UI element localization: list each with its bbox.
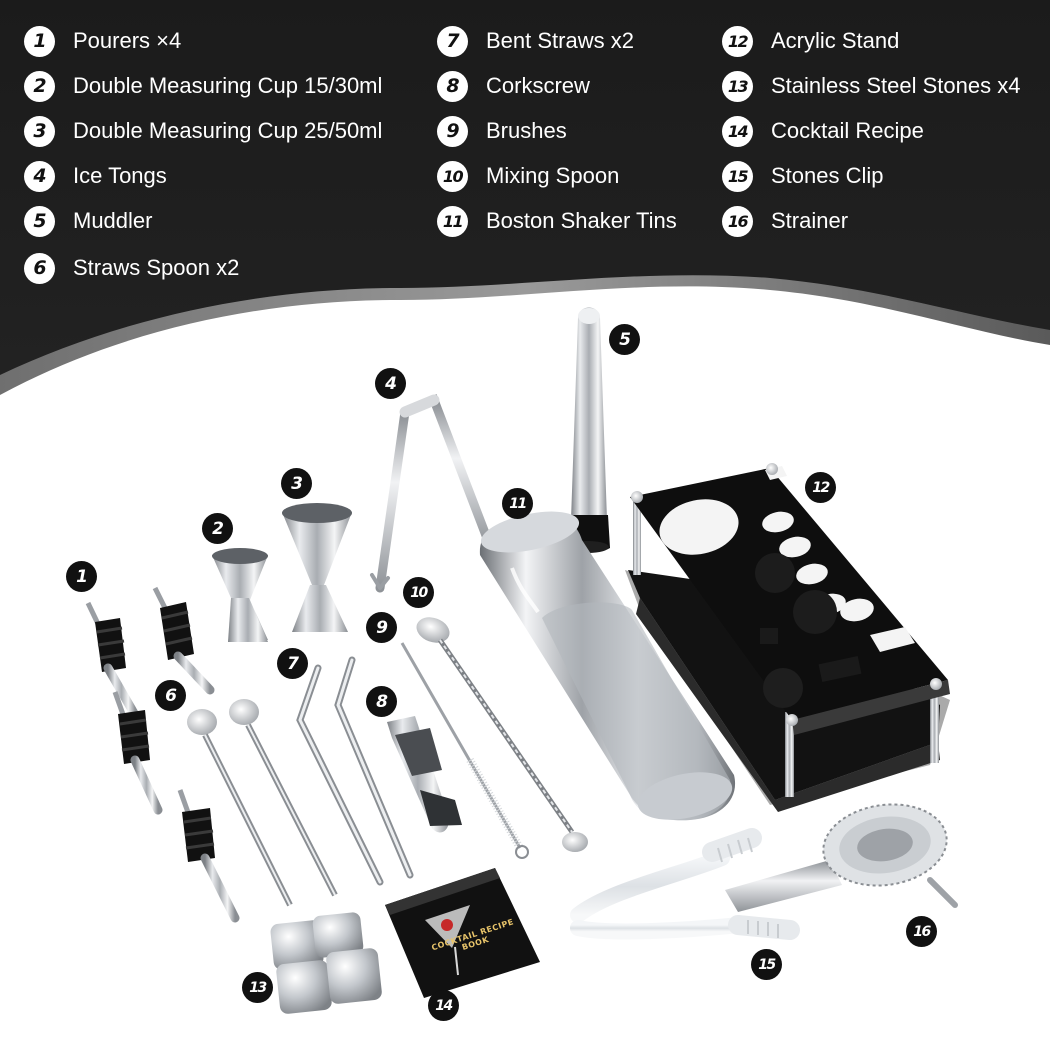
jigger-large	[282, 503, 352, 632]
legend-label: Cocktail Recipe	[771, 118, 924, 143]
jigger-small	[212, 548, 268, 642]
recipe-book: COCKTAIL RECIPE BOOK	[385, 868, 540, 998]
pourer	[177, 789, 240, 923]
callout-badge: 6	[155, 680, 186, 711]
pourer	[85, 601, 140, 720]
callout-badge: 13	[242, 972, 273, 1003]
legend-number-badge: 2	[24, 70, 55, 102]
legend-label: Strainer	[771, 208, 849, 233]
legend-number-badge: 5	[24, 205, 55, 237]
header-band	[0, 0, 1050, 395]
legend-label: Pourers ×4	[73, 28, 182, 53]
legend-number-badge: 12	[722, 25, 753, 57]
legend-item: 15 Stones Clip	[722, 156, 884, 196]
legend-label: Mixing Spoon	[486, 163, 620, 188]
legend-item: 12 Acrylic Stand	[722, 21, 899, 61]
legend-number-badge: 1	[24, 25, 55, 57]
legend-label: Double Measuring Cup 15/30ml	[73, 73, 383, 98]
legend-item: 3 Double Measuring Cup 25/50ml	[24, 111, 382, 151]
callout-badge: 10	[403, 577, 434, 608]
callout-badge: 8	[366, 686, 397, 717]
legend-item: 7 Bent Straws x2	[437, 21, 634, 61]
legend-number-badge: 7	[437, 25, 468, 57]
callout-badge: 15	[751, 949, 782, 980]
callout-badge: 1	[66, 561, 97, 592]
legend-item: 11 Boston Shaker Tins	[437, 201, 677, 241]
legend-number-badge: 14	[722, 115, 753, 147]
legend-item: 2 Double Measuring Cup 15/30ml	[24, 66, 382, 106]
legend-label: Acrylic Stand	[771, 28, 900, 53]
straw-spoons	[187, 699, 338, 907]
brush	[400, 642, 529, 859]
legend-item: 6 Straws Spoon x2	[24, 248, 239, 288]
callout-badge: 7	[277, 648, 308, 679]
bent-straws	[296, 656, 414, 886]
legend-number-badge: 13	[722, 70, 753, 102]
legend-number-badge: 8	[437, 70, 468, 102]
legend-number-badge: 10	[437, 160, 468, 192]
callout-badge: 5	[609, 324, 640, 355]
legend-item: 16 Strainer	[722, 201, 848, 241]
legend-number-badge: 15	[722, 160, 753, 192]
legend-label: Stones Clip	[771, 163, 884, 188]
strainer	[725, 803, 958, 912]
legend-label: Brushes	[486, 118, 567, 143]
legend-item: 10 Mixing Spoon	[437, 156, 619, 196]
legend-label: Double Measuring Cup 25/50ml	[73, 118, 383, 143]
callout-badge: 16	[906, 916, 937, 947]
legend-label: Corkscrew	[486, 73, 590, 98]
legend-item: 14 Cocktail Recipe	[722, 111, 924, 151]
pourer	[112, 691, 163, 815]
callout-badge: 2	[202, 513, 233, 544]
mixing-spoon	[416, 617, 588, 852]
callout-badge: 14	[428, 990, 459, 1021]
callout-badge: 4	[375, 368, 406, 399]
ice-tongs	[370, 394, 495, 593]
legend-item: 5 Muddler	[24, 201, 152, 241]
legend-number-badge: 9	[437, 115, 468, 147]
legend-item: 13 Stainless Steel Stones x4	[722, 66, 1020, 106]
legend-label: Straws Spoon x2	[73, 255, 240, 280]
legend-item: 1 Pourers ×4	[24, 21, 181, 61]
legend-label: Boston Shaker Tins	[486, 208, 677, 233]
legend-number-badge: 6	[24, 252, 55, 284]
corkscrew	[387, 716, 462, 833]
legend-number-badge: 11	[437, 205, 468, 237]
legend-label: Ice Tongs	[73, 163, 167, 188]
legend-number-badge: 4	[24, 160, 55, 192]
legend-label: Stainless Steel Stones x4	[771, 73, 1021, 98]
legend-number-badge: 3	[24, 115, 55, 147]
legend-number-badge: 16	[722, 205, 753, 237]
callout-badge: 9	[366, 612, 397, 643]
callout-badge: 12	[805, 472, 836, 503]
acrylic-stand	[625, 463, 950, 812]
legend-label: Bent Straws x2	[486, 28, 634, 53]
pourer	[152, 586, 215, 695]
legend-item: 9 Brushes	[437, 111, 567, 151]
legend-item: 8 Corkscrew	[437, 66, 590, 106]
boston-shaker	[479, 511, 736, 821]
stones-clip	[570, 828, 800, 940]
callout-badge: 3	[281, 468, 312, 499]
legend-item: 4 Ice Tongs	[24, 156, 167, 196]
callout-badge: 11	[502, 488, 533, 519]
legend-label: Muddler	[73, 208, 153, 233]
steel-stones	[270, 912, 382, 1014]
